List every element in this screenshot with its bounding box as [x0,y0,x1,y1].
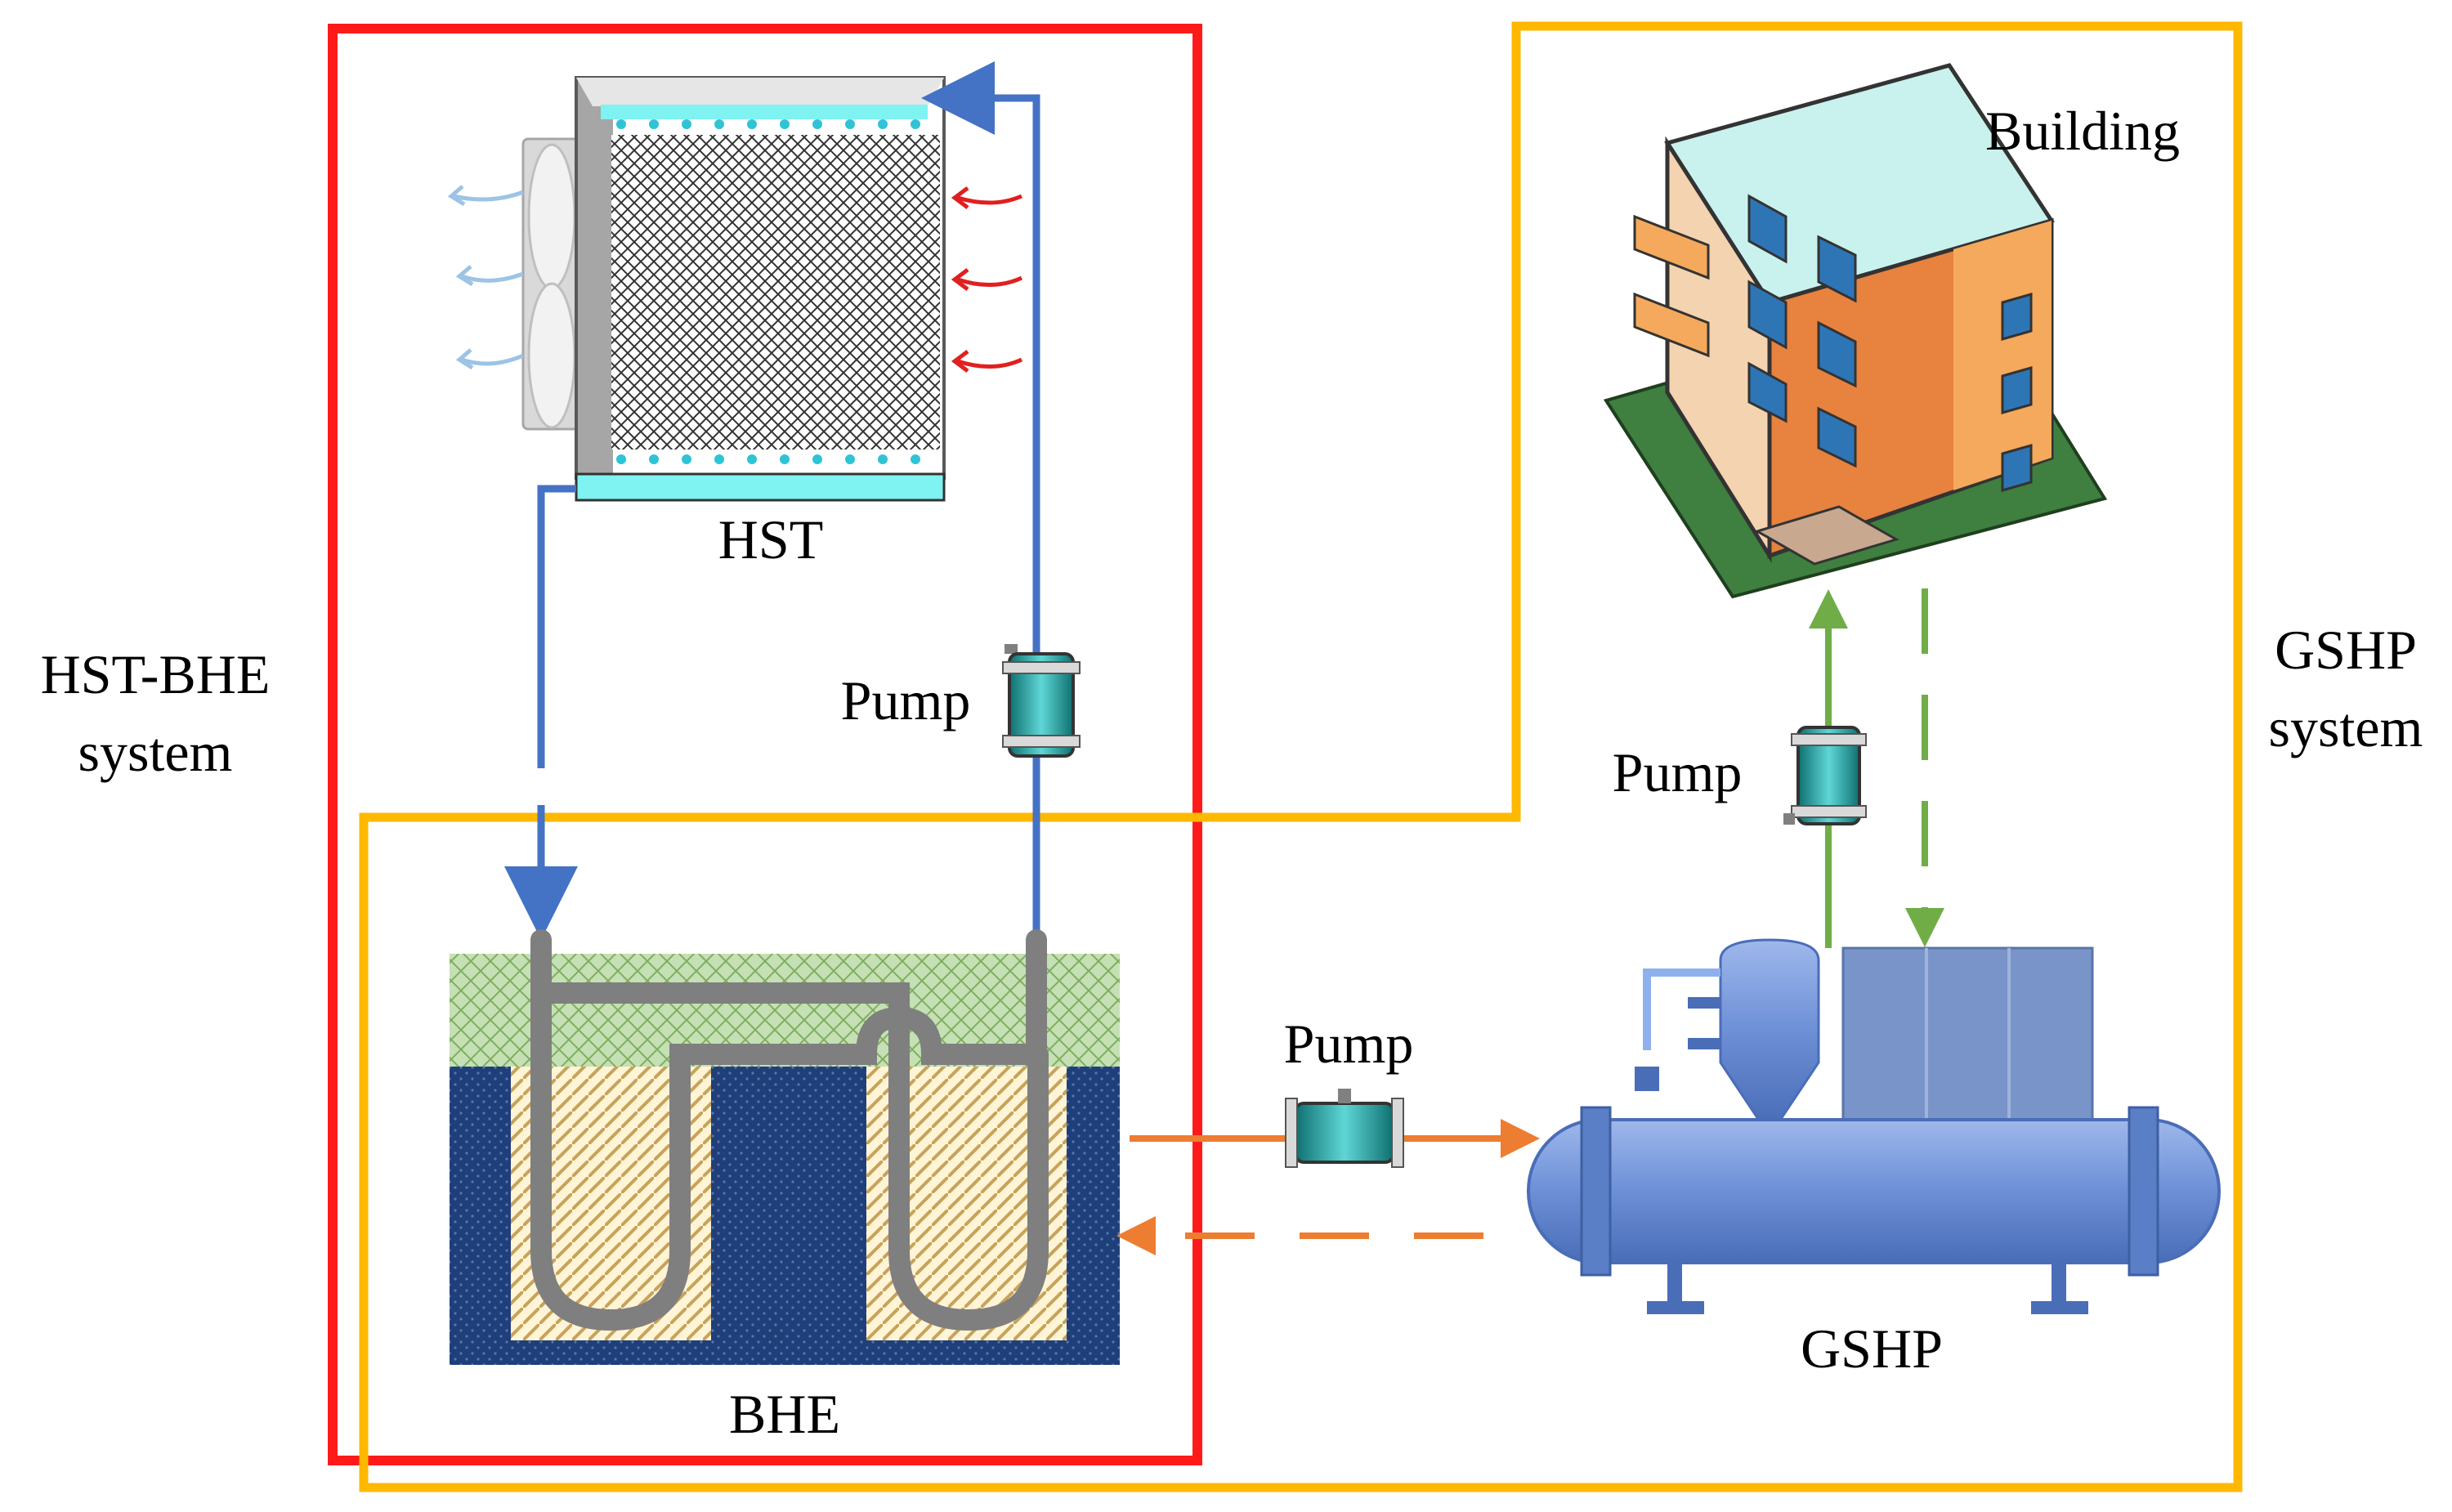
bhe-ground-section [450,929,1120,1365]
gshp-system-label-line1: GSHP [2275,619,2417,681]
hst-bhe-system-label-line1: HST-BHE [41,643,271,705]
pump-icon [1002,644,1081,758]
pump-label-hst: Pump [841,669,971,731]
hst-bhe-system-label-line2: system [78,721,233,783]
hst-label: HST [718,508,823,570]
pump-icon [1783,726,1867,825]
pump-label-building: Pump [1613,741,1743,803]
gshp-system-boundary [359,21,2243,1492]
hst-cooling-tower [521,76,946,502]
building-icon [1603,63,2108,599]
bhe-label: BHE [729,1383,840,1445]
spray-nozzles [616,119,920,129]
fan-icon [521,137,582,431]
heat-pump-unit-icon [1527,938,2221,1314]
inlet-air-arrow-icon [951,186,1023,373]
gshp-system-label-line2: system [2269,696,2423,758]
gshp-label: GSHP [1801,1317,1943,1380]
building-label: Building [1985,100,2180,162]
pump-label-middle: Pump [1284,1013,1414,1075]
pump-icon [1285,1089,1404,1168]
hst-bhe-system-boundary [328,24,1202,1465]
air-flow-arrow-icon [447,185,524,370]
